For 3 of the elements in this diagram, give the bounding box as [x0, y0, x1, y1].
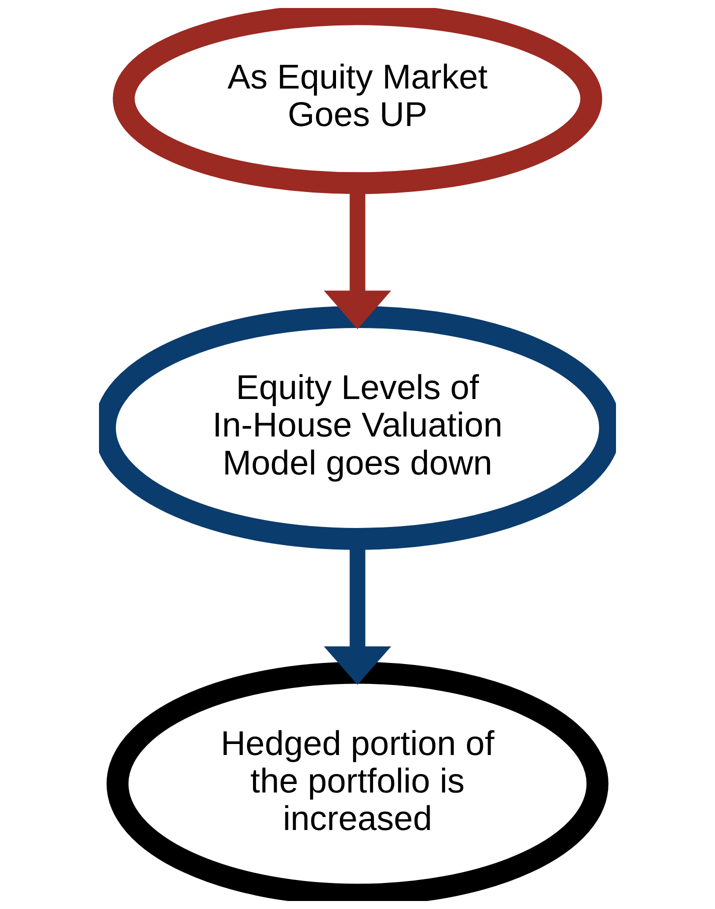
- node-ellipse: As Equity Market Goes UP: [112, 8, 602, 194]
- node-ellipse: Hedged portion of the portfolio is increased: [106, 662, 608, 901]
- node-ellipse: Equity Levels of In-House Valuation Model goes down: [99, 306, 616, 550]
